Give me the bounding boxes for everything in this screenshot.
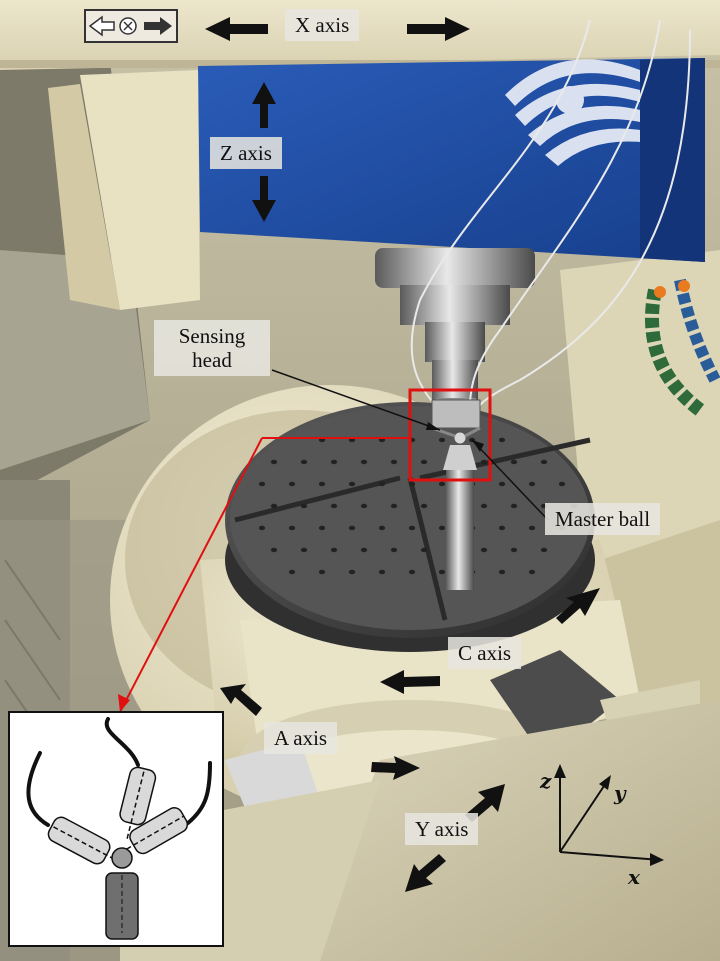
table-hole xyxy=(258,525,266,531)
table-hole xyxy=(378,481,386,487)
command-plate xyxy=(84,9,178,43)
table-hole xyxy=(540,547,548,553)
table-hole xyxy=(318,569,326,575)
table-hole xyxy=(378,569,386,575)
table-hole xyxy=(300,459,308,465)
table-hole xyxy=(378,525,386,531)
table-hole xyxy=(498,437,506,443)
cancel-circle-icon xyxy=(119,17,137,35)
table-hole xyxy=(300,503,308,509)
table-hole xyxy=(270,547,278,553)
table-hole xyxy=(288,525,296,531)
coord-z-label: z xyxy=(539,769,552,793)
table-hole xyxy=(318,481,326,487)
table-hole xyxy=(498,569,506,575)
table-hole xyxy=(420,503,428,509)
sensing-head-label: Sensing head xyxy=(154,320,270,376)
double-arrow-icon xyxy=(88,15,115,37)
table-hole xyxy=(510,547,518,553)
table-hole xyxy=(408,481,416,487)
table-hole xyxy=(438,569,446,575)
sensing-head-line-1: Sensing xyxy=(178,324,246,348)
table-hole xyxy=(438,481,446,487)
table-hole xyxy=(480,547,488,553)
a-axis-label: A axis xyxy=(264,722,338,754)
coord-x-label: x xyxy=(627,865,641,889)
table-hole xyxy=(270,459,278,465)
table-hole xyxy=(390,547,398,553)
sensing-head-inset xyxy=(8,711,224,947)
table-hole xyxy=(438,525,446,531)
table-hole xyxy=(360,459,368,465)
right-arrow-icon xyxy=(144,17,172,35)
table-hole xyxy=(360,503,368,509)
table-hole xyxy=(270,503,278,509)
table-hole xyxy=(390,503,398,509)
table-hole xyxy=(348,525,356,531)
master-ball-label: Master ball xyxy=(545,503,661,535)
table-hole xyxy=(360,547,368,553)
table-hole xyxy=(438,437,446,443)
table-hole xyxy=(318,525,326,531)
table-hole xyxy=(498,525,506,531)
table-hole xyxy=(528,481,536,487)
z-axis-label: Z axis xyxy=(210,137,282,169)
table-hole xyxy=(330,503,338,509)
y-axis-label: Y axis xyxy=(405,813,479,845)
table-hole xyxy=(480,503,488,509)
c-axis-label: C axis xyxy=(448,637,522,669)
table-hole xyxy=(288,569,296,575)
table-hole xyxy=(420,547,428,553)
table-hole xyxy=(348,569,356,575)
table-hole xyxy=(390,459,398,465)
x-axis-label: X axis xyxy=(285,9,360,41)
table-hole xyxy=(300,547,308,553)
table-hole xyxy=(510,503,518,509)
table-hole xyxy=(558,481,566,487)
table-hole xyxy=(420,459,428,465)
table-hole xyxy=(528,525,536,531)
table-hole xyxy=(258,481,266,487)
table-hole xyxy=(330,459,338,465)
table-hole xyxy=(408,569,416,575)
table-hole xyxy=(528,569,536,575)
table-hole xyxy=(510,459,518,465)
table-hole xyxy=(348,481,356,487)
table-hole xyxy=(540,459,548,465)
probe-schematic xyxy=(26,717,212,940)
table-hole xyxy=(408,525,416,531)
table-hole xyxy=(288,481,296,487)
coord-y-label: y xyxy=(613,781,627,805)
sensing-head-line-2: head xyxy=(192,348,232,372)
table-hole xyxy=(330,547,338,553)
table-hole xyxy=(498,481,506,487)
table-hole xyxy=(480,459,488,465)
